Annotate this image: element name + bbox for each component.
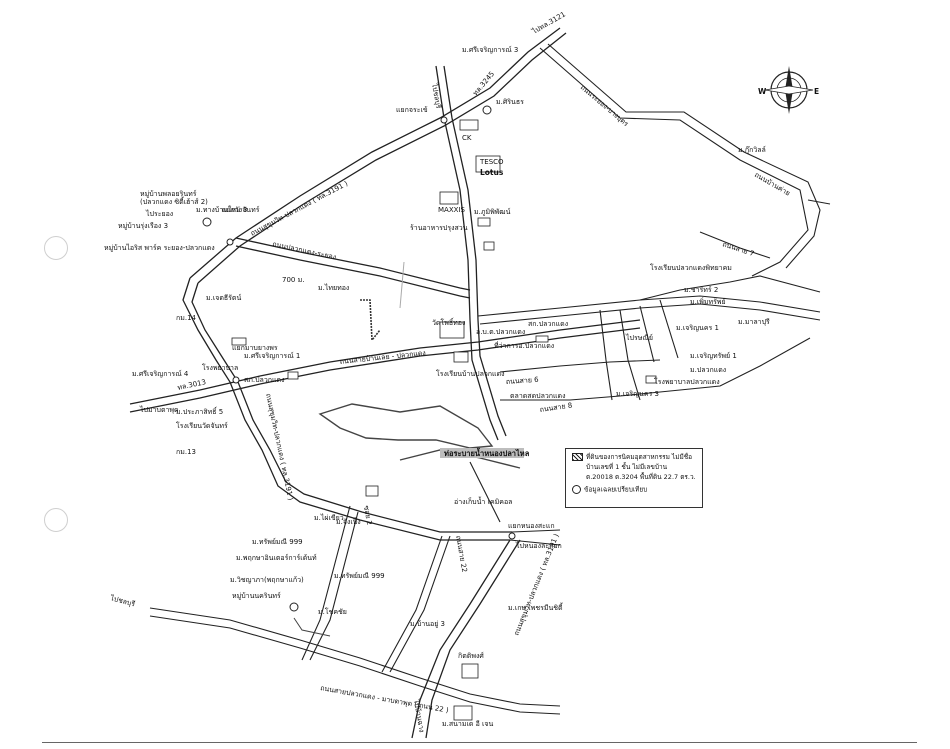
place-int-chan: แยกจระเข้ [396,106,428,114]
road-sai-6: ถนนสาย 6 [506,376,540,386]
legend-row1b: บ้านเลขที่ 1 ชั้น ไม่มีเลขบ้าน [586,463,668,471]
place-saen-999a: ม.ทรัพย์มณี 999 [252,538,303,546]
road-3121: ไปทล.3121 [530,9,567,36]
place-aor-bor-tor: อ.บ.ต.ปลวกแดง [476,328,525,336]
place-nong-sawang: แยกหนองสะแก [508,522,555,530]
place-police: สภ.ปลวกแดง [244,376,285,384]
place-mooban-ln2: (ปลวกแดง ซิตี้เฮ้าส์ 2) [140,195,208,206]
place-wangchan: แยกวังจันทร์ [222,206,260,214]
place-pracha5: ม.ประภาสิทธิ์ 5 [176,406,223,416]
place-mooban-2: หมู่บ้านรุ่งเรือง 3 [118,222,168,230]
place-varaporn2: ม.ชาริทร์ 2 [684,286,718,294]
legend-circle-icon [572,485,581,494]
road-to-rayong: ไประยอง [145,209,173,218]
road-plakdaeng: ถนนปลวกแดง-ระยอง [272,240,337,261]
canal-label-bg [440,448,524,458]
road-to-saraburi: ไปชลบุรี [109,593,137,609]
place-school-b: โรงเรียนวัดจันทร์ [176,421,228,430]
place-taladsod: ตลาดสดปลวกแดง [510,392,566,400]
road-soi-2: ซอย 2 [362,505,373,526]
place-kaeng-3: ม.ทางบ้านใหม่ 3 [196,205,247,214]
place-na-nong: ม.เจตธีรัตน์ [206,294,241,302]
place-charoen1: ม.ศรีเจริญการณ์ 1 [244,352,300,360]
place-prompt: ม.ปลวกแดง [690,366,726,374]
road-3245: ทล.3245 [471,70,496,97]
road-east: ถนนบ้านค่าย [753,171,791,198]
place-lotus-top: TESCO [479,158,504,166]
road-to-pluakdaeng: ไปหนองละลอก [515,541,562,550]
place-km13: กม.13 [176,448,196,456]
binder-hole-top [44,236,68,260]
place-hospital: โรงพยาบาล [202,363,238,372]
place-mooban-3: หมู่บ้านไอริส พาร์ค ระยอง-ปลวกแดง [104,243,215,252]
place-maxxis-sub: ร้านอาหารปรุงสวน [410,224,468,232]
place-sanam: ม.สนามเด อี เจน [442,720,494,728]
place-mappa-int: แยกมาบยางพร [232,344,278,352]
road-saipa: ถนนสายบ้านเลย - ปลวกแดง [339,349,426,366]
place-charoen3: ม.ศรีเจริญการณ์ 3 [462,46,518,54]
road-soi-22: ถนนสาย 22 [454,535,468,573]
legend-row-1: ที่ดินของการนิคมอุตสาหกรรม ไม่มีชื่อ [572,453,692,461]
road-700m: 700 ม. [282,276,304,284]
legend-row1c: ต.20018 ต.3204 พื้นที่ดิน 22.7 ตร.ว. [586,473,696,481]
road-sukhumvit-a: ถนนสุขุมวิท-ปลวกแดง ( ทล.3191 ) [249,179,349,237]
place-suk-inter: ม.พฤกษาอินเตอร์การ์เด้นท์ [236,554,317,562]
place-km14: กม.14 [176,314,197,322]
legend: ที่ดินของการนิคมอุตสาหกรรม ไม่มีชื่อ บ้า… [565,448,703,508]
place-wat: วัดโพธิ์ทอง [432,317,465,327]
place-charoen-kr3: ม.เจริญนคร 3 [616,390,659,398]
place-pinkerr: ม.บ้านอยู่ 3 [410,620,445,628]
place-chartwatt: ม.เพิ่มทรัพย์ [690,297,726,306]
place-charoen-kr1: ม.เจริญนคร 1 [676,324,719,332]
road-to-maptaphut: ไปมาบตาพุด [139,405,179,414]
place-labels: ม.ศรีเจริญการณ์ 3 ม.ศิรินธร แยกจระเข้ CK… [104,46,770,728]
road-sai-7: ถนนสาย 7 [721,240,755,258]
road-to-bangkok: ไปชลบุรี [430,82,443,110]
legend-row-2: ข้อมูลเฉลยเปรียบเทียบ [572,485,647,494]
place-school: โรงเรียนบ้านปลวกแดง [436,369,505,378]
place-rubber: โรงเรียนปลวกแดงพิทยาคม [650,263,732,272]
place-nonthaburi: ม.มาลาปุรี [738,318,770,326]
place-lotus: Lotus [480,168,504,177]
place-ck: CK [462,134,472,142]
place-bor-kor: ที่ว่าการอ.ปลวกแดง [494,341,554,350]
building-icons [231,119,657,721]
canal-label: ท่อระบายน้ำหนองปลาไหล [444,447,530,458]
place-ket-sang: ม.เกษ.เพชรมีนชิตี้ [508,601,564,612]
place-sirin: ม.ศิรินธร [496,98,524,106]
place-market: ไปรษณีย์ [625,333,653,342]
compass-e: E [814,87,819,96]
place-ban-thong: ม.ไทยทอง [318,283,349,292]
place-pluk-rose: ม.กุ๊กวิลล์ [738,146,766,154]
road-north: ถนนระยอง-บางบุตร [579,83,630,128]
place-khao-chamao: ม.เจริญทรัพย์ 1 [690,352,737,360]
place-chaiyaphruk: ม.วิชญาภา(พฤกษาแก้ว) [230,576,304,584]
place-pipat: ม.ภูมิพิพัฒน์ [474,208,511,216]
place-kaset: สก.ปลวกแดง [528,320,568,328]
place-deep-kham: ม.จังเป็ง [336,517,361,526]
legend-row1a: ที่ดินของการนิคมอุตสาหกรรม ไม่มีชื่อ [586,453,693,461]
junctions [202,105,516,612]
place-chokchai: ม.โชคชัย [318,607,347,616]
place-hospital2: โรงพยาบาลปลวกแดง [654,377,720,386]
place-mooban-korn: หมู่บ้านนครินทร์ [232,592,281,600]
roads [129,27,831,739]
compass-icon: W E [758,66,819,114]
road-sai-8: ถนนสาย 8 [539,401,573,413]
legend-hatch-icon [572,453,583,461]
place-maxxis: MAXXIS [438,206,465,214]
place-mae-kwang: ม.ไผ่เขียว [314,513,344,522]
place-charoen4: ม.ศรีเจริญการณ์ 4 [132,370,189,378]
place-mooban-ln: หมู่บ้านพลอยรินทร์ [140,190,197,198]
compass-w: W [758,87,767,96]
place-saen-999b: ม.ทรัพย์มณี 999 [334,572,385,580]
bottom-border [42,742,917,743]
legend-row2: ข้อมูลเฉลยเปรียบเทียบ [584,485,648,494]
place-kittipong: กิตติพงศ์ [458,652,484,660]
binder-hole-bottom [44,508,68,532]
place-kanok: อ่างเก็บน้ำ เคมิคอล [454,495,512,506]
